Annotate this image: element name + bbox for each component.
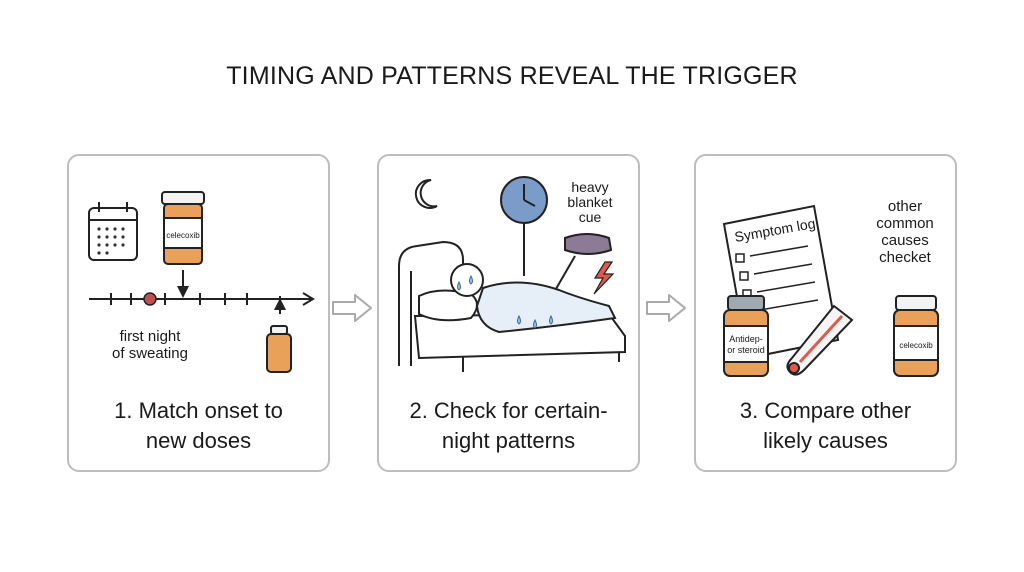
caption-line-2: likely causes (763, 428, 888, 453)
panel-1-caption: 1. Match onset to new doses (69, 396, 328, 456)
small-bottle-icon (266, 325, 292, 373)
caption-line-1: 3. Compare other (739, 398, 912, 423)
blanket-note-line-2: blanket (567, 194, 613, 210)
caption-line-1: 2. Check for certain- (409, 398, 608, 423)
note-line-4: checket (879, 249, 931, 266)
calendar-icon (88, 202, 138, 261)
antidepressant-bottle-label: Antidep- or steroid (724, 334, 768, 356)
calendar-dots-icon (97, 227, 125, 255)
blanket-note-line-1: heavy (571, 179, 609, 195)
next-arrow-icon (646, 294, 686, 322)
onset-marker-icon (143, 292, 157, 306)
panel-2-caption: 2. Check for certain- night patterns (379, 396, 638, 456)
panel-2-illustration (398, 176, 626, 372)
caption-line-2: new doses (145, 428, 252, 453)
panel-3-caption: 3. Compare other likely causes (696, 396, 955, 456)
pill-bottle-icon (893, 295, 939, 377)
onset-note-line-1: first night (119, 328, 181, 345)
bottle-label-line-2: or steroid (727, 345, 765, 355)
sweat-drops-icon (457, 274, 553, 329)
pill-bottle-icon (161, 191, 205, 265)
pill-bottle-label: celecoxib (899, 341, 933, 350)
caption-line-1: 1. Match onset to (114, 398, 283, 423)
other-causes-note: other common causes checket (862, 198, 948, 266)
panel-compare-causes: Symptom log Antidep- or steroid celecoxi… (694, 154, 957, 472)
moon-icon (414, 178, 438, 209)
note-line-3: causes (881, 232, 929, 249)
thermometer-icon (786, 304, 854, 376)
panel-1-illustration (88, 191, 315, 373)
blanket-note: heavy blanket cue (557, 180, 623, 225)
bed-icon (398, 240, 626, 372)
blanket-note-line-3: cue (578, 209, 602, 225)
page-title: TIMING AND PATTERNS REVEAL THE TRIGGER (226, 62, 798, 90)
next-arrow-icon (332, 294, 372, 322)
panel-match-onset: celecoxib first night of sweating 1. Mat… (67, 154, 330, 472)
onset-note: first night of sweating (87, 328, 213, 362)
bottle-label-line-1: Antidep- (729, 334, 763, 344)
note-line-1: other (887, 198, 923, 215)
antidepressant-bottle-icon (723, 295, 769, 377)
clock-icon (500, 176, 548, 276)
onset-note-line-2: of sweating (112, 345, 188, 362)
panel-night-patterns: heavy blanket cue 2. Check for certain- … (377, 154, 640, 472)
dose-arrow-up-icon (274, 298, 286, 310)
lightning-icon (593, 261, 615, 295)
panel-3-illustration (722, 204, 939, 377)
caption-line-2: night patterns (441, 428, 576, 453)
note-line-2: common (876, 215, 934, 232)
dose-arrow-down-icon (177, 286, 189, 298)
pill-bottle-label: celecoxib (166, 231, 200, 240)
